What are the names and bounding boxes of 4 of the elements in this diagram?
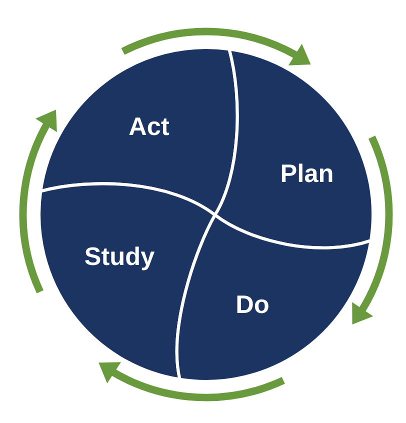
circle-segment: Study bbox=[37, 182, 217, 381]
circle-segment: Act bbox=[39, 46, 239, 217]
circle-segment: Plan bbox=[213, 48, 374, 250]
circle-segment: Do bbox=[175, 213, 372, 383]
